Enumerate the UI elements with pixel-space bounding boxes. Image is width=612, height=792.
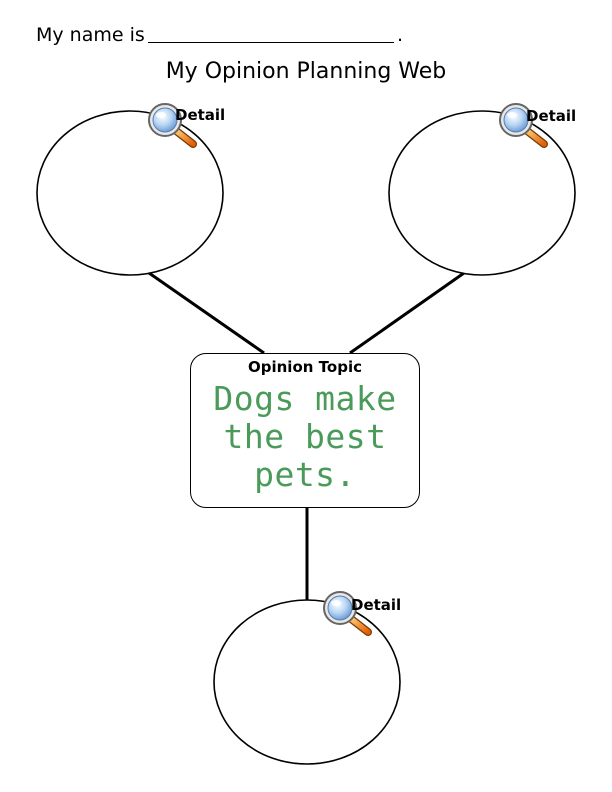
opinion-topic-line: pets. (254, 455, 356, 494)
opinion-topic-text: Dogs make the best pets. (191, 380, 419, 494)
connector-line-right (349, 271, 465, 355)
page-title: My Opinion Planning Web (165, 59, 447, 84)
detail-label-top-left: Detail (175, 106, 226, 124)
detail-circle-bottom (213, 599, 401, 765)
name-period: . (397, 24, 404, 46)
detail-circle-top-left (36, 110, 224, 276)
opinion-topic-line: Dogs make (213, 379, 397, 418)
detail-label-bottom: Detail (351, 596, 402, 614)
name-blank-line[interactable] (148, 42, 394, 43)
name-prompt: My name is (36, 24, 145, 46)
opinion-topic-label: Opinion Topic (248, 358, 362, 376)
connector-line-left (148, 271, 265, 355)
detail-label-top-right: Detail (526, 107, 577, 125)
opinion-topic-line: the best (223, 417, 387, 456)
detail-circle-top-right (388, 110, 576, 276)
opinion-topic-box: Opinion Topic Dogs make the best pets. (190, 353, 420, 508)
